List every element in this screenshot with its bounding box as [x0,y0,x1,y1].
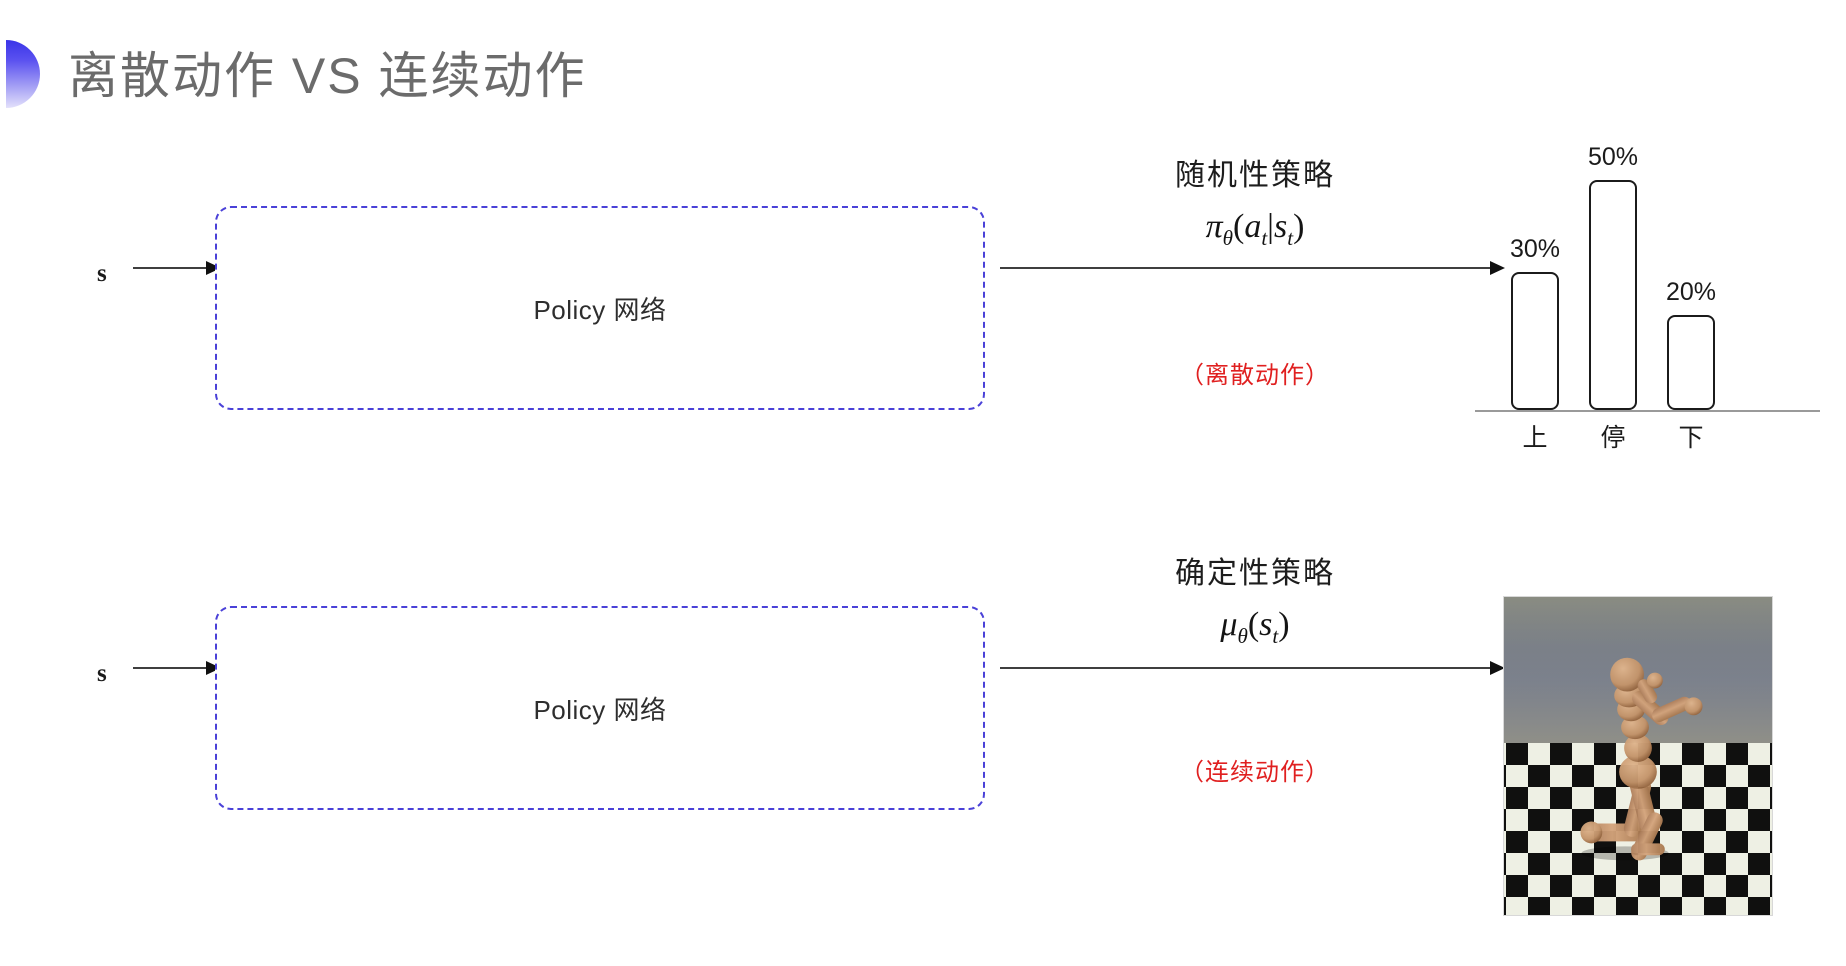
policy-network-label: Policy 网络 [533,694,667,725]
chart-x-axis-line [1475,410,1820,412]
formula-t-sub-1: t [1272,623,1279,648]
formula-theta: θ [1237,623,1248,648]
formula-pi: π [1205,208,1223,245]
arrow-shaft [133,267,207,269]
policy-network-box-continuous[interactable]: Policy 网络 [215,606,985,810]
discrete-action-note: （离散动作） [1180,362,1330,389]
input-arrow-continuous [133,661,221,675]
policy-formula-continuous: μθ(st) [1140,606,1370,649]
arrow-shaft [1000,667,1490,669]
state-input-label-discrete: s [97,260,107,287]
formula-action: a [1244,208,1262,245]
formula-close-paren: ) [1278,606,1290,643]
arrow-head-icon [1490,261,1505,275]
slide-header: 离散动作 VS 连续动作 [0,18,1846,114]
bar-category-label-2: 下 [1678,424,1704,452]
page-title: 离散动作 VS 连续动作 [68,48,587,104]
formula-mu: μ [1220,606,1238,643]
output-arrow-discrete [1000,260,1505,276]
continuous-action-row: s Policy 网络 确定性策略 μθ(st) （连续动作） [0,557,1846,940]
state-input-label-continuous: s [97,660,107,687]
arrow-shaft [133,667,207,669]
formula-given-bar: | [1267,208,1274,245]
humanoid-figure-svg [1580,657,1703,861]
arrow-head-icon [1490,661,1505,675]
policy-network-label: Policy 网络 [533,294,667,325]
output-arrow-continuous [1000,660,1505,676]
annotation-title-discrete: 随机性策略 [1175,159,1335,192]
stochastic-policy-annotation: 随机性策略 πθ(at|st) [1140,150,1370,251]
input-arrow-discrete [133,261,221,275]
formula-t-sub-2: t [1287,225,1294,250]
bar-value-label-1: 50% [1587,143,1639,171]
formula-open-paren: ( [1247,606,1260,643]
bar-category-label-0: 上 [1522,424,1548,452]
bar-value-label-0: 30% [1509,235,1561,263]
policy-formula-discrete: πθ(at|st) [1140,208,1370,251]
formula-theta: θ [1222,225,1233,250]
deterministic-policy-annotation: 确定性策略 μθ(st) [1140,548,1370,649]
formula-open-paren: ( [1232,208,1245,245]
title-accent-shape [6,40,40,108]
formula-t-sub-1: t [1261,225,1268,250]
continuous-action-note: （连续动作） [1180,759,1330,786]
arrow-shaft [1000,267,1490,269]
bar-rect-2 [1667,315,1715,410]
formula-state: s [1259,606,1273,643]
formula-state: s [1273,208,1288,245]
bar-value-label-2: 20% [1665,278,1717,306]
policy-network-box-discrete[interactable]: Policy 网络 [215,206,985,410]
annotation-title-continuous: 确定性策略 [1175,557,1335,590]
bar-rect-1 [1589,180,1637,410]
action-probability-bar-chart: 30% 上 50% 停 20% 下 [1465,100,1825,452]
humanoid-simulation-image [1503,596,1773,916]
formula-close-paren: ) [1293,208,1305,245]
discrete-action-row: s Policy 网络 随机性策略 πθ(at|st) （离散动作） [0,150,1846,480]
bar-category-label-1: 停 [1600,424,1626,452]
bar-rect-0 [1511,272,1559,410]
